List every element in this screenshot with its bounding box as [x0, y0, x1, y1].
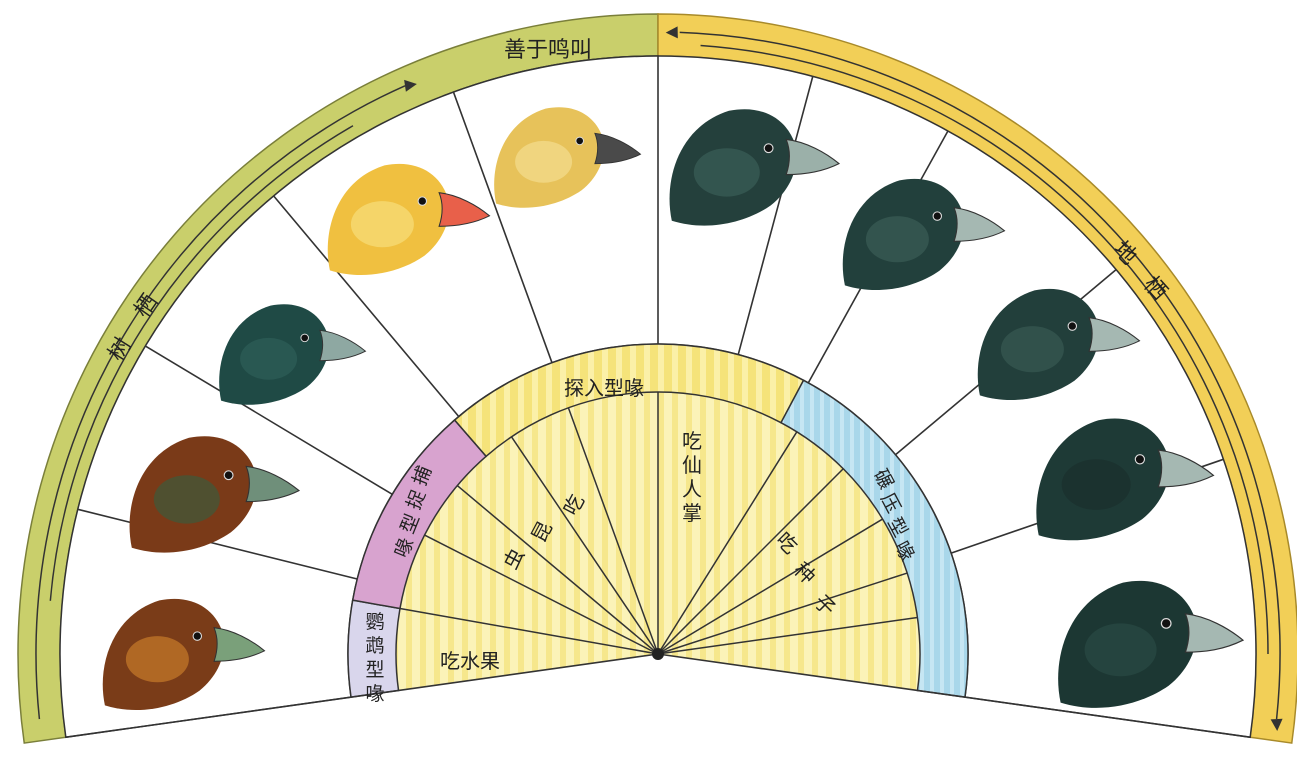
- cactus-label-char: 仙: [682, 453, 702, 477]
- parrot-band-char: 型: [365, 659, 384, 681]
- cactus-label-char: 吃: [682, 429, 702, 453]
- parrot-band-char: 鹦: [365, 611, 384, 633]
- cactus-label-char: 人: [682, 477, 702, 501]
- cactus-label-char: 掌: [682, 501, 702, 525]
- top-band-label: 善于鸣叫: [504, 38, 592, 63]
- fruit-label: 吃水果: [440, 649, 500, 673]
- parrot-band-char: 喙: [365, 683, 384, 705]
- center-dot: [652, 648, 664, 660]
- parrot-band-char: 鹉: [365, 635, 384, 657]
- band-probe-label: 探入型喙: [564, 376, 644, 400]
